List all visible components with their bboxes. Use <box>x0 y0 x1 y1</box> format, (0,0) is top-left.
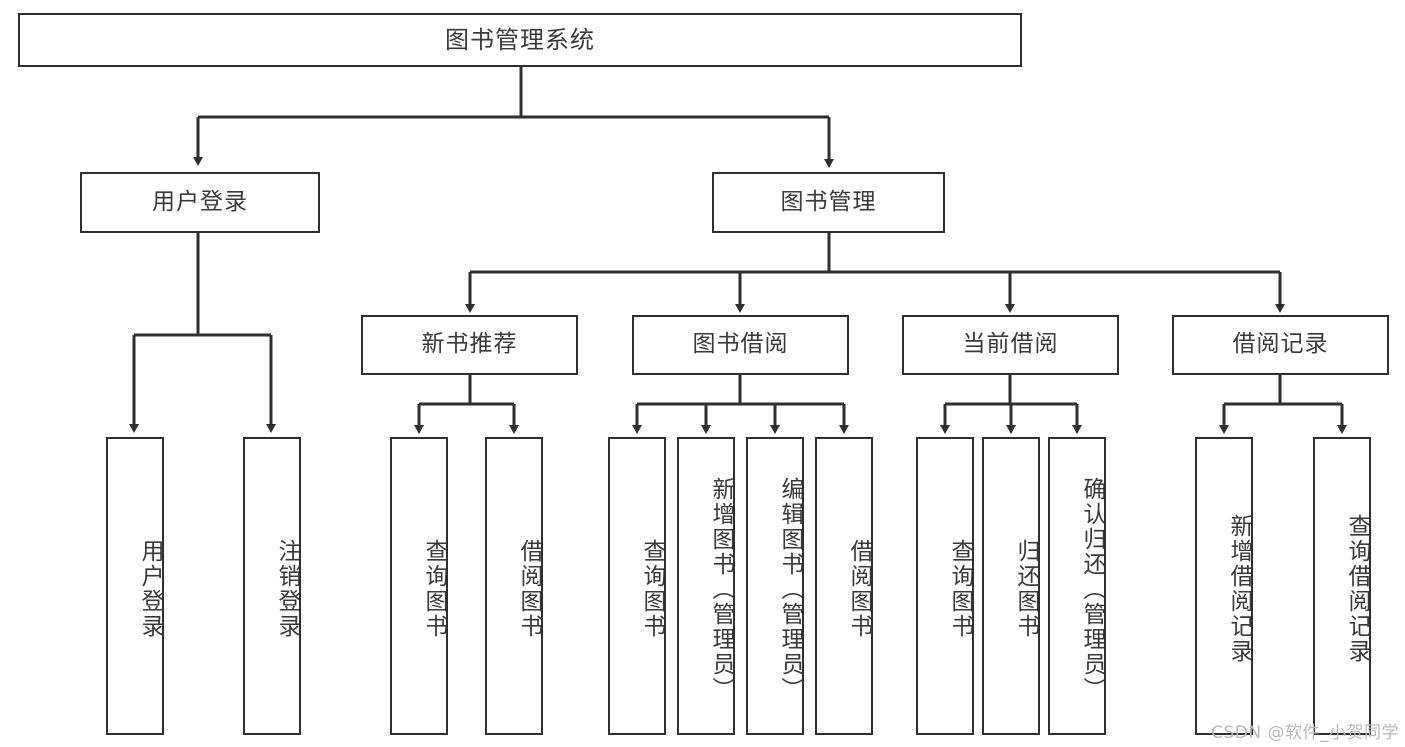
leaf-user-login-logout[interactable]: 注销登录 <box>243 437 301 735</box>
node-book-management[interactable]: 图书管理 <box>712 172 945 233</box>
leaf-new-book-borrow[interactable]: 借阅图书 <box>485 437 543 735</box>
leaf-book-borrow-edit[interactable]: 编辑图书（管理员） <box>746 437 804 735</box>
node-borrow-record[interactable]: 借阅记录 <box>1172 315 1389 375</box>
node-new-book-recommend[interactable]: 新书推荐 <box>361 315 578 375</box>
leaf-book-borrow-borrow[interactable]: 借阅图书 <box>815 437 873 735</box>
leaf-book-borrow-add[interactable]: 新增图书（管理员） <box>677 437 735 735</box>
node-user-login[interactable]: 用户登录 <box>80 172 320 233</box>
node-book-borrow[interactable]: 图书借阅 <box>632 315 849 375</box>
leaf-borrow-record-query[interactable]: 查询借阅记录 <box>1313 437 1371 735</box>
leaf-user-login-login[interactable]: 用户登录 <box>106 437 164 735</box>
leaf-borrow-record-add[interactable]: 新增借阅记录 <box>1195 437 1253 735</box>
leaf-current-borrow-return[interactable]: 归还图书 <box>982 437 1040 735</box>
leaf-current-borrow-confirm-return[interactable]: 确认归还（管理员） <box>1048 437 1106 735</box>
node-current-borrow[interactable]: 当前借阅 <box>902 315 1119 375</box>
node-root-system[interactable]: 图书管理系统 <box>18 13 1022 67</box>
leaf-book-borrow-query[interactable]: 查询图书 <box>608 437 666 735</box>
leaf-current-borrow-query[interactable]: 查询图书 <box>916 437 974 735</box>
leaf-new-book-query[interactable]: 查询图书 <box>390 437 448 735</box>
watermark-credit: CSDN @软件_小贺同学 <box>1211 723 1399 743</box>
